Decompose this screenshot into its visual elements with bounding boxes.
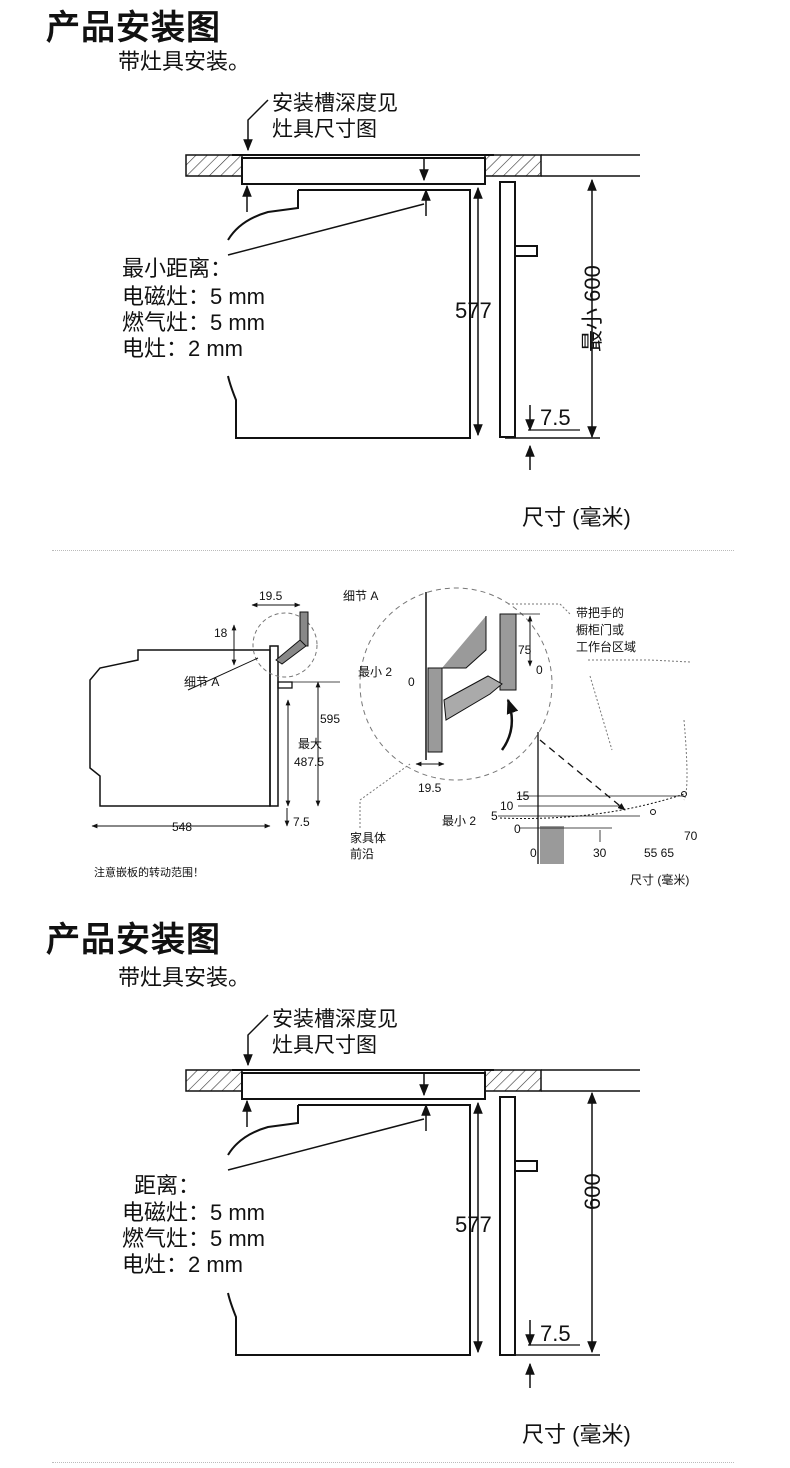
section3-diagram: 安装槽深度见 灶具尺寸图 距离： 电磁灶：5 mm 燃气灶：5 mm 电灶：2 … [122, 1008, 640, 1447]
section2-diagram: 19.5 18 细节 A 595 最大 487.5 548 7.5 细节 A 最… [89, 587, 698, 887]
oven-door [499, 1096, 516, 1356]
furniture-edge-1: 家具体 [350, 830, 386, 845]
dim-19-5-bottom: 19.5 [418, 781, 442, 795]
note-line-1: 安装槽深度见 [272, 92, 398, 115]
note-line-2: 灶具尺寸图 [272, 118, 377, 141]
dim-548: 548 [172, 820, 192, 834]
divider-1 [52, 550, 734, 551]
dim-577: 577 [455, 1212, 492, 1237]
note-line-1: 安装槽深度见 [272, 1008, 398, 1031]
detail-door-panel [427, 667, 443, 753]
section3-subtitle: 带灶具安装。 [118, 966, 251, 991]
worktop-left [185, 1069, 243, 1092]
detail-a-title: 细节 A [343, 589, 378, 603]
note-line-2: 灶具尺寸图 [272, 1034, 377, 1057]
detail-circle-large [359, 587, 553, 781]
dim-7-5: 7.5 [540, 1321, 571, 1346]
section1-diagram: 安装槽深度见 灶具尺寸图 最小距离： 电磁灶：5 mm 燃气灶：5 mm 电灶：… [122, 92, 640, 530]
dim-577: 577 [455, 298, 492, 323]
units-label: 尺寸 (毫米) [522, 505, 631, 530]
clearance-gas: 燃气灶：5 mm [122, 1226, 265, 1251]
divider-2 [52, 1462, 734, 1463]
scale-0: 0 [514, 822, 521, 836]
cabinet-door-section [540, 826, 564, 864]
clearance-induction: 电磁灶：5 mm [122, 1200, 265, 1225]
units-label-2: 尺寸 (毫米) [630, 872, 689, 887]
units-label: 尺寸 (毫米) [522, 1422, 631, 1447]
dim-max: 最大 [298, 737, 322, 751]
dim-600: 600 [580, 1173, 605, 1210]
section3-title: 产品安装图 [46, 920, 221, 960]
oven-knob [514, 1160, 538, 1172]
zero-a: 0 [408, 675, 415, 689]
dim-18: 18 [214, 626, 228, 640]
oven-body [227, 1104, 471, 1356]
clearance-electric: 电灶：2 mm [122, 336, 243, 361]
scale-10: 10 [500, 799, 514, 813]
warning-note: 注意嵌板的转动范围！ [94, 865, 204, 879]
clearance-gas: 燃气灶：5 mm [122, 310, 265, 335]
scale-5: 5 [491, 809, 498, 823]
handle-note-2: 橱柜门或 [576, 622, 624, 637]
clearance-heading: 最小距离： [122, 256, 232, 281]
detail-handle-cabinet [442, 613, 517, 691]
oven-body [227, 189, 471, 439]
hob [241, 1072, 486, 1100]
dim-595: 595 [320, 712, 340, 726]
hob [241, 157, 486, 185]
clearance-electric: 电灶：2 mm [122, 1252, 243, 1277]
detail-a-label: 细节 A [184, 675, 219, 689]
scale-min2: 最小 2 [442, 814, 476, 828]
worktop-left [185, 154, 243, 177]
oven-door-side [269, 645, 279, 807]
detail-hinge [443, 675, 503, 721]
dim-19-5-top: 19.5 [259, 589, 283, 603]
oven-door [499, 181, 516, 438]
worktop-right [484, 1069, 542, 1092]
section1-subtitle: 带灶具安装。 [118, 50, 251, 75]
handle-note-3: 工作台区域 [576, 639, 636, 654]
dim-7-5: 7.5 [540, 405, 571, 430]
handle-note-1: 带把手的 [576, 605, 624, 620]
scale-15: 15 [516, 789, 530, 803]
oven-knob [514, 245, 538, 257]
dim-487-5: 487.5 [294, 755, 324, 769]
clearance-induction: 电磁灶：5 mm [122, 284, 265, 309]
scale-30: 30 [593, 846, 607, 860]
dim-75: 75 [518, 643, 532, 657]
furniture-edge-2: 前沿 [350, 846, 374, 861]
detail-circle-small [252, 612, 318, 678]
zero-b: 0 [536, 663, 543, 677]
scale-70: 70 [684, 829, 698, 843]
oven-handle-side [277, 681, 293, 689]
section1-title: 产品安装图 [46, 8, 221, 48]
scale-55-65: 55 65 [644, 846, 674, 860]
worktop-right [484, 154, 542, 177]
oven-side-outline [89, 649, 271, 807]
scale-zero-x: 0 [530, 846, 537, 860]
min2-a: 最小 2 [358, 665, 392, 679]
dim-7-5-small: 7.5 [293, 815, 310, 829]
dim-600: 最小 600 [580, 265, 605, 352]
clearance-heading: 距离： [134, 1173, 200, 1198]
